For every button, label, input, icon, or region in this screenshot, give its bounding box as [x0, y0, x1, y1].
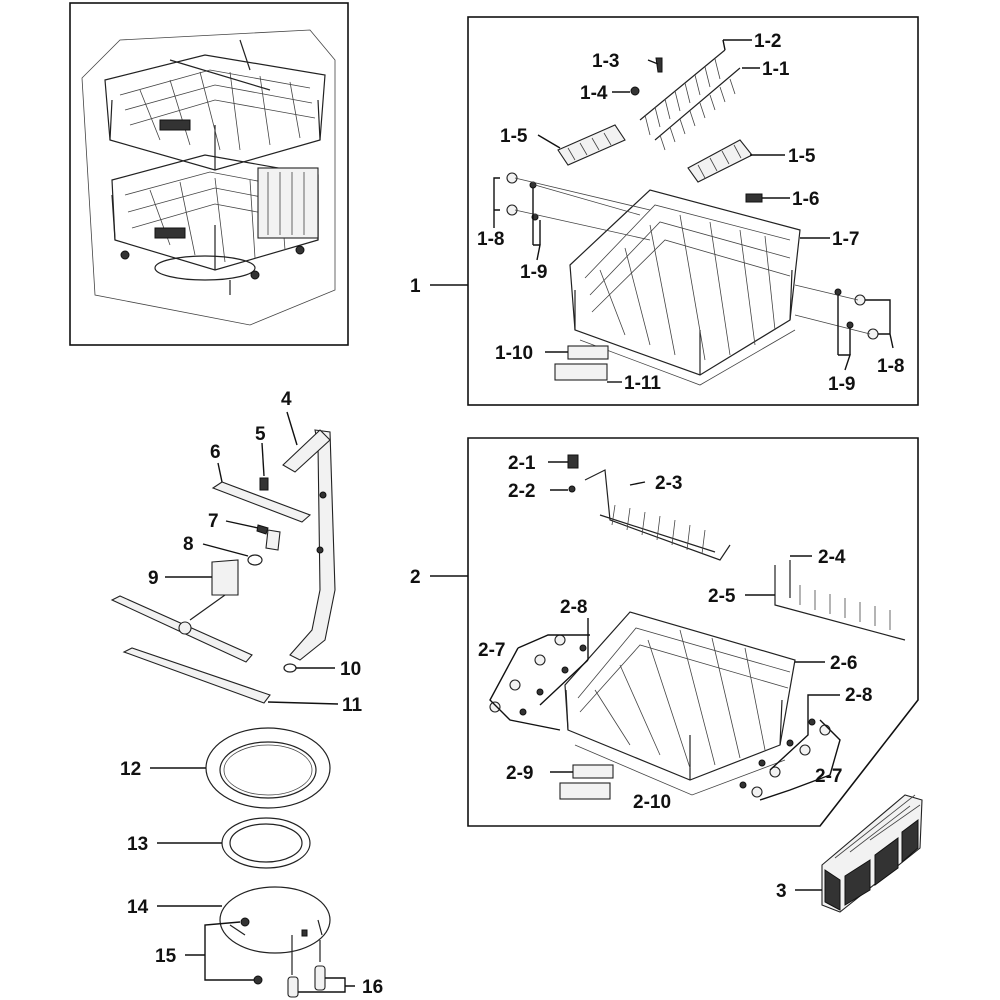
callout-labels: 1 1-2 1-3 1-1 1-4 1-5 1-5 1-6 1-7 1-8 1-… [120, 31, 904, 998]
label-2-3: 2-3 [655, 473, 682, 494]
label-1-9-left: 1-9 [520, 262, 547, 283]
part-15-clamp [240, 917, 250, 927]
label-2-5: 2-5 [708, 586, 736, 607]
part-2-7-2-8-rollers-right [739, 718, 831, 798]
label-1-5-right: 1-5 [788, 146, 816, 167]
part-16-connector [314, 965, 326, 991]
part-12-seal-ring [205, 727, 331, 809]
part-11-lower-spray-arm [122, 647, 271, 704]
part-14-hose [219, 886, 331, 954]
part-1-6-stopper [745, 193, 763, 203]
label-2-2: 2-2 [508, 481, 535, 502]
part-4-supply-pipe [289, 429, 336, 661]
label-2-6: 2-6 [830, 653, 857, 674]
label-1-9-right: 1-9 [828, 374, 855, 395]
label-1-10: 1-10 [495, 343, 533, 364]
part-9-arm-hub [211, 559, 239, 596]
label-14: 14 [127, 897, 149, 918]
overview-lower-rack [111, 154, 319, 295]
label-13: 13 [127, 834, 148, 855]
label-2-10: 2-10 [633, 792, 671, 813]
label-7: 7 [208, 511, 219, 532]
label-15: 15 [155, 946, 177, 967]
label-1-8-right: 1-8 [877, 356, 904, 377]
label-1-2: 1-2 [754, 31, 781, 52]
label-1-8-left: 1-8 [477, 229, 504, 250]
label-2-1: 2-1 [508, 453, 536, 474]
part-2-4-2-5-tine-rows [774, 560, 906, 641]
upper-rack-assembly-panel [430, 16, 919, 406]
part-2-7-2-8-rollers-left [489, 634, 587, 716]
label-11: 11 [342, 695, 363, 716]
part-1-11-handle [554, 363, 608, 381]
label-2-9: 2-9 [506, 763, 533, 784]
part-6-upper-spray-arm [211, 481, 312, 523]
part-1-7-upper-rack [569, 189, 801, 386]
spray-arm-assembly [110, 411, 355, 998]
part-2-3-plate-rack [584, 469, 731, 561]
label-16: 16 [362, 977, 383, 998]
part-2-10-handle [559, 782, 611, 800]
lower-rack-assembly-panel [430, 437, 919, 827]
part-10-washer [283, 663, 297, 673]
label-10: 10 [340, 659, 361, 680]
label-1-6: 1-6 [792, 189, 819, 210]
label-1-4: 1-4 [580, 83, 608, 104]
part-1-5-cup-shelf-right [687, 139, 753, 183]
label-2-8-top: 2-8 [560, 597, 587, 618]
part-1-5-cup-shelf-left [557, 124, 626, 166]
overview-panel [69, 2, 349, 346]
label-1-11: 1-11 [624, 373, 661, 394]
part-7-screw [256, 524, 269, 535]
label-2-8-right: 2-8 [845, 685, 872, 706]
label-4: 4 [281, 389, 292, 410]
label-5: 5 [255, 424, 266, 445]
part-1-8-1-9-rollers-left [506, 172, 651, 241]
label-1-1: 1-1 [762, 59, 790, 80]
part-1-8-1-9-rollers-right [794, 284, 879, 340]
part-1-3-pin [655, 57, 663, 73]
label-2-4: 2-4 [818, 547, 846, 568]
label-3: 3 [776, 881, 787, 902]
label-1: 1 [410, 276, 421, 297]
label-2: 2 [410, 567, 421, 588]
part-2-1-clip [567, 454, 579, 469]
label-1-5-left: 1-5 [500, 126, 528, 147]
part-5-nozzle [259, 477, 269, 491]
label-12: 12 [120, 759, 141, 780]
label-8: 8 [183, 534, 194, 555]
label-2-7-left: 2-7 [478, 640, 505, 661]
label-1-7: 1-7 [832, 229, 859, 250]
label-2-7-right: 2-7 [815, 766, 842, 787]
part-3-silverware-basket [795, 794, 923, 913]
part-1-1-1-2-tine-rows [639, 49, 741, 151]
label-1-3: 1-3 [592, 51, 619, 72]
label-9: 9 [148, 568, 159, 589]
part-1-10-handle-bracket [567, 345, 609, 360]
part-2-9-handle-bracket [572, 764, 614, 779]
part-8-o-ring [247, 554, 263, 566]
part-2-2-pin [568, 485, 576, 493]
label-6: 6 [210, 442, 221, 463]
part-13-gasket [221, 817, 311, 869]
overview-upper-rack [104, 39, 326, 171]
part-2-6-lower-rack [564, 611, 796, 796]
part-1-4-clip [630, 86, 640, 96]
